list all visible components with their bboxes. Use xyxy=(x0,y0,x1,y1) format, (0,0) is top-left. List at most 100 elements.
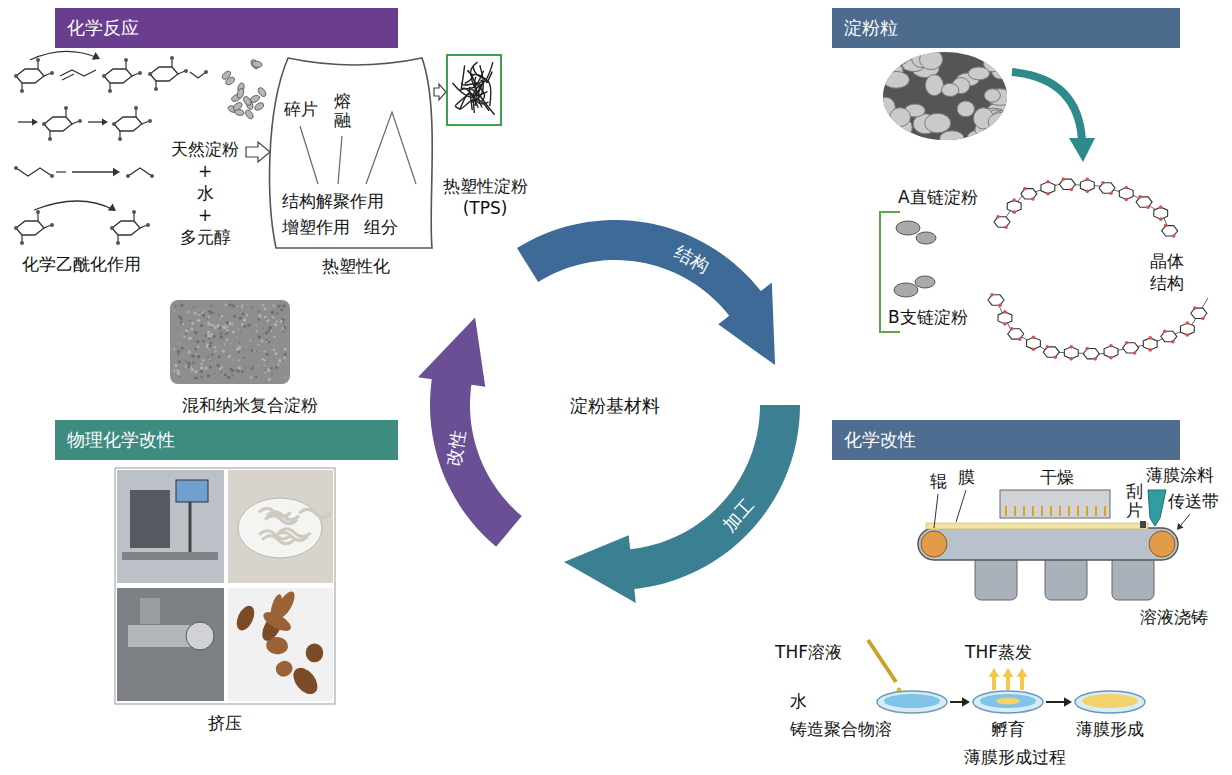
texture-dot xyxy=(224,333,226,335)
texture-dot xyxy=(185,329,188,332)
arrow-label: 结构 xyxy=(671,241,714,279)
label: 膜 xyxy=(958,466,975,488)
sugar-ring xyxy=(114,117,142,131)
granule xyxy=(925,75,943,96)
texture-dot xyxy=(176,369,179,372)
oxygen-atom xyxy=(996,215,1000,219)
oxygen-atom xyxy=(1163,329,1167,333)
texture-dot xyxy=(281,327,284,330)
oxygen-atom xyxy=(1125,341,1129,345)
atom xyxy=(134,106,138,110)
texture-dot xyxy=(202,312,204,314)
label: 晶体 结构 xyxy=(1150,250,1188,294)
atom xyxy=(132,210,136,214)
texture-dot xyxy=(175,305,176,306)
texture-dot xyxy=(196,377,199,380)
texture-dot xyxy=(236,348,239,351)
label: 孵育 xyxy=(991,718,1025,740)
texture-dot xyxy=(191,322,194,325)
atom xyxy=(148,72,152,76)
bond xyxy=(44,225,51,228)
extruder-vessel xyxy=(270,58,433,248)
texture-dot xyxy=(189,320,191,322)
granule xyxy=(890,108,911,127)
texture-dot xyxy=(232,304,235,307)
texture-dot xyxy=(227,376,230,379)
texture-dot xyxy=(251,349,254,352)
bond xyxy=(119,131,120,138)
texture-dot xyxy=(200,370,203,373)
atom xyxy=(78,119,82,123)
granule xyxy=(242,95,253,107)
label: THF蒸发 xyxy=(965,641,1032,663)
texture-dot xyxy=(197,346,199,348)
texture-dot xyxy=(265,369,267,371)
texture-dot xyxy=(232,375,234,377)
atom xyxy=(42,122,46,126)
oxygen-atom xyxy=(1004,225,1008,229)
texture-dot xyxy=(202,340,205,343)
label: 化学乙酰化作用 xyxy=(22,253,141,275)
reaction-arrow xyxy=(72,171,114,172)
texture-dot xyxy=(238,359,240,361)
roller xyxy=(1149,531,1175,557)
petri-dish xyxy=(877,691,947,713)
texture-dot xyxy=(208,337,211,340)
header-text: 化学反应 xyxy=(55,17,139,39)
bond xyxy=(117,235,118,242)
granule xyxy=(252,60,263,68)
bond xyxy=(44,73,51,76)
texture-dot xyxy=(256,351,258,353)
label: 熔融 xyxy=(334,92,351,129)
texture-dot xyxy=(181,346,184,349)
texture-dot xyxy=(183,336,185,338)
texture-dot xyxy=(208,359,210,361)
extruded-piece xyxy=(289,663,323,698)
texture-dot xyxy=(218,314,220,316)
texture-dot xyxy=(226,332,228,334)
texture-dot xyxy=(214,350,216,352)
oxygen-atom xyxy=(1012,198,1016,202)
glucose-ring xyxy=(994,217,1010,227)
texture-dot xyxy=(273,349,276,352)
oxygen-atom xyxy=(1069,345,1073,349)
oxygen-atom xyxy=(1148,348,1152,352)
extrusion-photos xyxy=(115,468,335,704)
atom xyxy=(50,71,54,75)
die xyxy=(186,622,214,650)
tps-chains xyxy=(453,62,495,115)
texture-dot xyxy=(223,326,226,329)
photo xyxy=(117,470,224,583)
texture-dot xyxy=(246,346,247,347)
texture-dot xyxy=(202,359,205,362)
texture-dot xyxy=(280,309,283,312)
chain-backbone xyxy=(1002,184,1172,236)
label: 薄膜形成过程 xyxy=(964,746,1066,768)
oxygen-atom xyxy=(1148,336,1152,340)
texture-dot xyxy=(179,343,180,344)
reaction-arc xyxy=(30,51,98,60)
bond xyxy=(132,73,139,76)
texture-dot xyxy=(236,337,237,338)
granule xyxy=(889,48,910,65)
texture-dot xyxy=(205,334,207,336)
texture-dot xyxy=(241,323,244,326)
reaction-arrowhead xyxy=(92,52,100,60)
texture-dot xyxy=(207,318,209,320)
leader-line xyxy=(956,490,966,522)
texture-dot xyxy=(264,359,266,361)
label: 辊 xyxy=(930,470,947,492)
texture-dot xyxy=(224,374,227,377)
screen xyxy=(176,480,208,502)
texture-dot xyxy=(263,327,264,328)
evaporation-arrow xyxy=(1017,668,1028,677)
dish-content xyxy=(996,698,1020,705)
heating-coil xyxy=(1032,506,1034,516)
texture-dot xyxy=(210,312,213,315)
polymer-chain xyxy=(470,71,492,82)
label: 结构解聚作用 xyxy=(282,190,384,212)
texture-dot xyxy=(258,319,259,320)
texture-dot xyxy=(216,324,220,328)
texture-dot xyxy=(185,332,187,334)
oxygen-atom xyxy=(1093,357,1097,361)
